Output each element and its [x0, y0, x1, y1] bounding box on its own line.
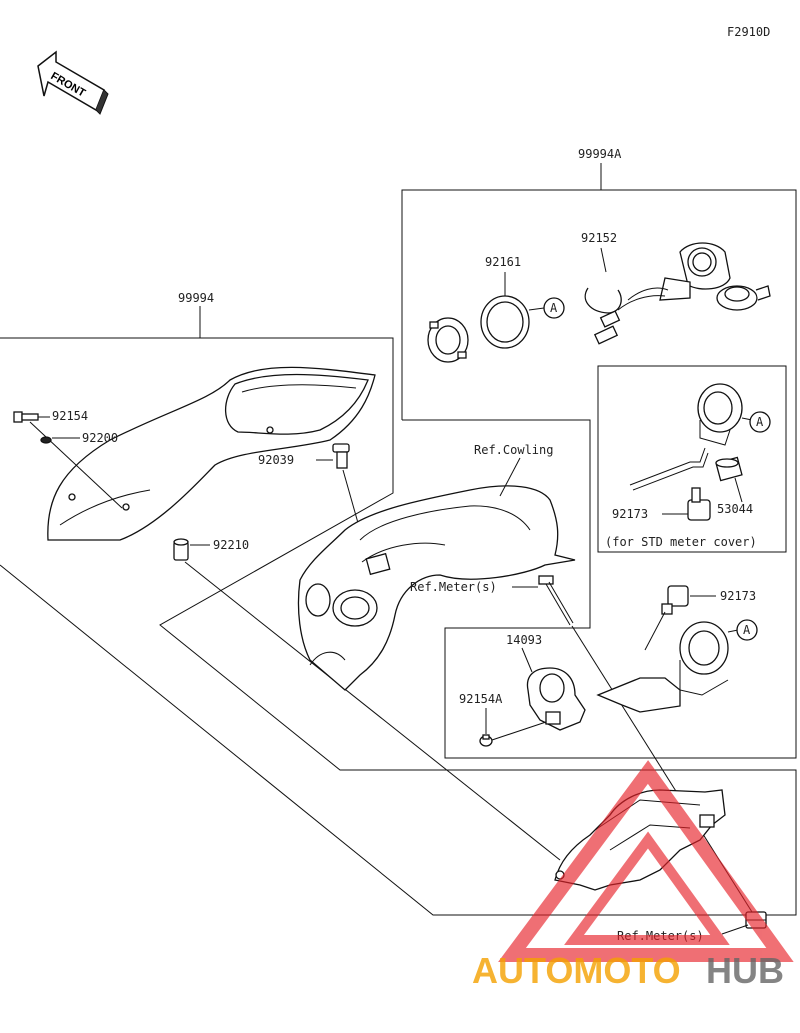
- label-14093: 14093: [506, 633, 542, 647]
- usb-cap: [716, 285, 771, 311]
- group-label-99994A: 99994A: [578, 147, 622, 161]
- std-meter-note: (for STD meter cover): [605, 535, 757, 549]
- label-92210: 92210: [213, 538, 249, 552]
- label-92173-std: 92173: [612, 507, 648, 521]
- meter-bolt: [538, 575, 574, 626]
- holder-14093: [526, 667, 586, 731]
- collar-92210: [173, 538, 189, 561]
- frame-std-meter-cover: [597, 365, 787, 553]
- label-92200: 92200: [82, 431, 118, 445]
- grommet-92039: [332, 443, 350, 469]
- label-92039: 92039: [258, 453, 294, 467]
- frame-99994A: [401, 163, 797, 759]
- marker-a-3: A: [736, 619, 758, 641]
- cowling: [297, 485, 576, 691]
- watermark-logo: [498, 760, 794, 962]
- std-meter-bracket: [629, 383, 743, 491]
- diagram-code: F2910D: [727, 25, 770, 39]
- spacer-53044: [715, 456, 743, 482]
- ref-cowling: Ref.Cowling: [474, 443, 553, 457]
- label-92154a: 92154A: [459, 692, 503, 706]
- usb-bracket: [596, 621, 729, 713]
- clip-92173-std: [687, 487, 711, 521]
- screw-92154a: [479, 734, 493, 747]
- svg-text:A: A: [756, 415, 764, 429]
- watermark-text-1: AUTOMOTO: [472, 950, 681, 991]
- label-92154: 92154: [52, 409, 88, 423]
- clip-92173-right: [661, 585, 689, 615]
- front-arrow-icon: FRONT: [37, 50, 109, 115]
- washer-92200: [40, 436, 52, 444]
- label-53044: 53044: [717, 502, 753, 516]
- group-label-99994: 99994: [178, 291, 214, 305]
- washer-ring: [480, 295, 530, 349]
- circlip-92152: [584, 287, 622, 314]
- nut-92161: [427, 317, 469, 363]
- label-92152: 92152: [581, 231, 617, 245]
- ref-meter-1: Ref.Meter(s): [410, 580, 497, 594]
- bolt-92154: [13, 411, 39, 423]
- marker-a-1: A: [543, 297, 565, 319]
- svg-text:A: A: [550, 301, 558, 315]
- svg-text:A: A: [743, 623, 751, 637]
- marker-a-2: A: [749, 411, 771, 433]
- label-92173-right: 92173: [720, 589, 756, 603]
- frame-99994: [0, 306, 797, 916]
- windshield: [47, 366, 376, 541]
- watermark-text-2: HUB: [706, 950, 784, 991]
- usb-socket: [593, 242, 731, 345]
- label-92161: 92161: [485, 255, 521, 269]
